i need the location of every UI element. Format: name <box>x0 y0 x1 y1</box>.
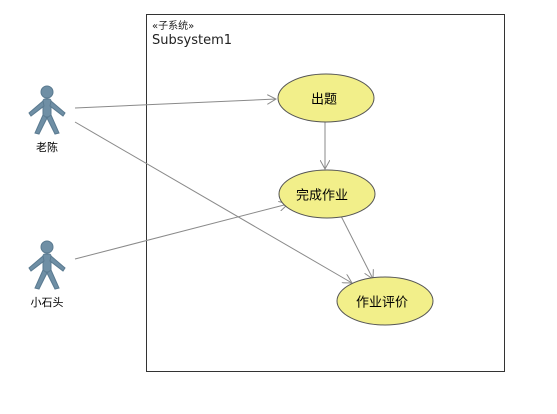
usecase-pingjia-label: 作业评价 <box>355 295 409 311</box>
usecase-wancheng-label: 完成作业 <box>295 188 349 204</box>
actor-xiaoshitou-figure[interactable] <box>28 240 66 290</box>
subsystem-boundary[interactable]: «子系统» Subsystem1 <box>146 14 505 372</box>
connector-wancheng-pingjia[interactable] <box>340 215 373 279</box>
usecase-pingjia-shape[interactable] <box>336 276 434 326</box>
connector-xiaoshitou-wancheng[interactable] <box>74 204 288 260</box>
subsystem-stereotype: «子系统» <box>152 21 195 32</box>
connector-laochen-chuti[interactable] <box>74 99 276 109</box>
actor-laochen-label: 老陈 <box>36 141 58 154</box>
usecase-chuti-shape[interactable] <box>277 73 375 123</box>
usecase-wancheng-shape[interactable] <box>278 169 376 219</box>
actor-xiaoshitou-label: 小石头 <box>30 296 64 309</box>
usecase-chuti-label: 出题 <box>310 92 338 108</box>
connector-laochen-pingjia[interactable] <box>74 121 352 283</box>
subsystem-name: Subsystem1 <box>152 33 233 48</box>
actor-laochen-figure[interactable] <box>28 85 66 135</box>
